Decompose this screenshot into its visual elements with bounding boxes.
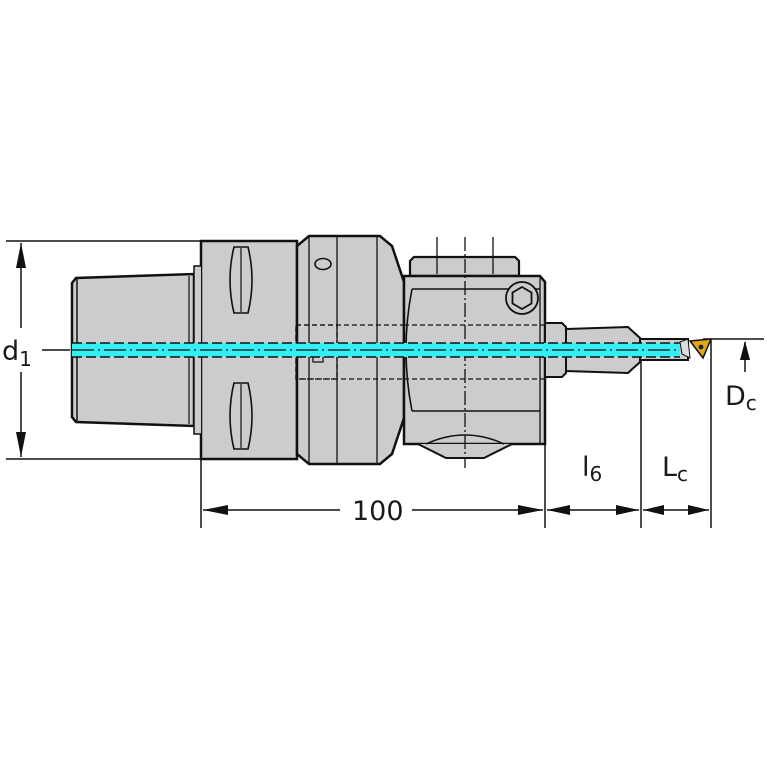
length-100-label: 100 (352, 496, 404, 527)
drive-slot-lower (229, 382, 253, 450)
d1-subscript: 1 (19, 347, 32, 371)
dimension-d1: d1 (2, 240, 201, 460)
cutting-insert (679, 338, 713, 360)
svg-text:d1: d1 (2, 336, 32, 371)
coolant-channel (72, 342, 680, 358)
dc-subscript: c (746, 391, 757, 415)
dc-label: D (725, 381, 746, 412)
drive-slot-upper (229, 246, 253, 314)
svg-text:l6: l6 (582, 452, 602, 486)
l6-label: l (582, 452, 590, 483)
lc-subscript: c (677, 462, 688, 486)
d1-label: d (2, 336, 19, 367)
svg-text:Dc: Dc (725, 381, 757, 415)
oval-hole (314, 257, 332, 271)
svg-text:Lc: Lc (662, 452, 688, 486)
hex-socket-screw-icon (505, 281, 539, 315)
lc-label: L (662, 452, 677, 483)
dimension-dc: Dc (703, 338, 764, 415)
l6-subscript: 6 (590, 462, 603, 486)
dimension-lc: Lc (643, 340, 712, 528)
dimension-100: 100 (200, 444, 546, 528)
adjustment-head (404, 237, 547, 468)
dimension-l6: l6 (547, 360, 642, 528)
